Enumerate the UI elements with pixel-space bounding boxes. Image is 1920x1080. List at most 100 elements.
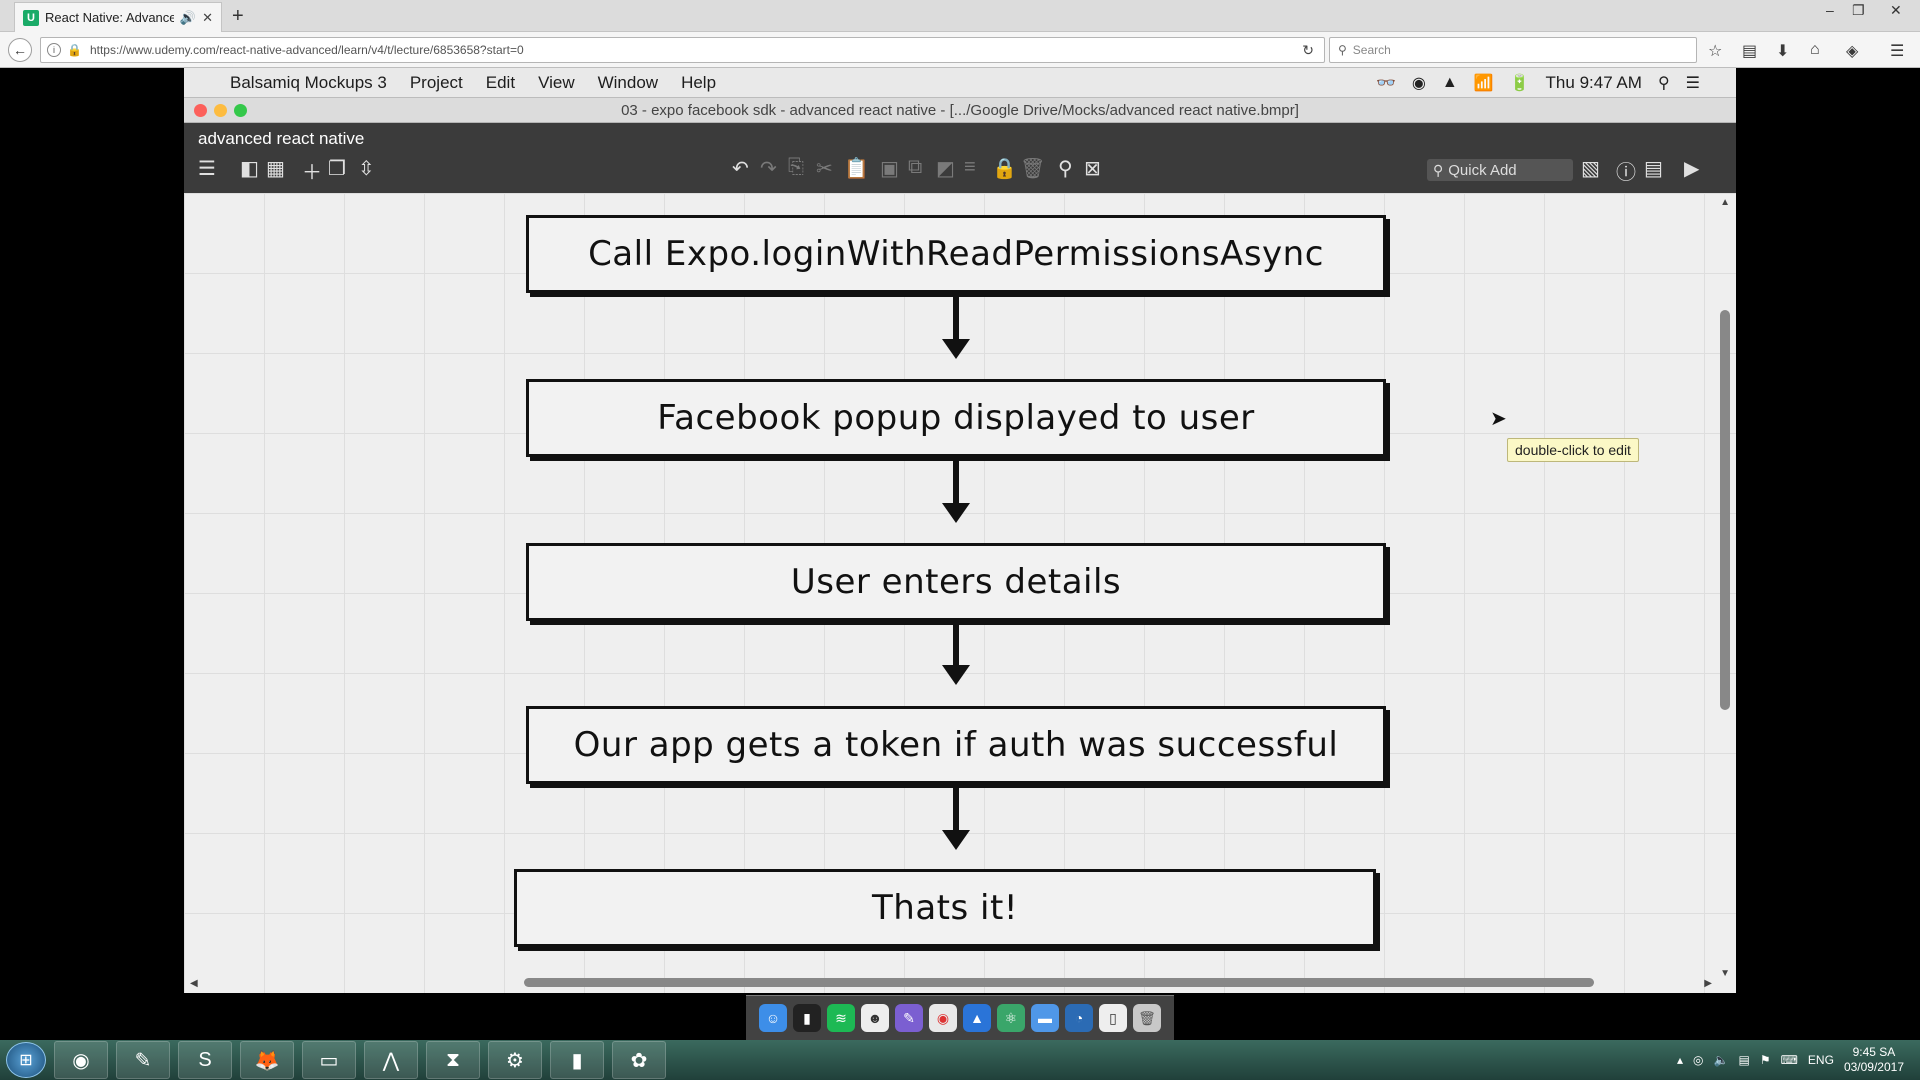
cut-icon[interactable]: ✂ — [816, 158, 833, 180]
quick-add-input[interactable]: ⚲ Quick Add — [1427, 159, 1573, 181]
menu-project[interactable]: Project — [409, 72, 463, 92]
redo-icon[interactable]: ↷ — [760, 158, 777, 180]
vscode-taskbar-icon[interactable]: ⧗ — [426, 1041, 480, 1079]
find-icon[interactable]: ⚲ — [1058, 158, 1073, 180]
horizontal-scrollbar[interactable] — [524, 978, 1594, 987]
mac-clock[interactable]: Thu 9:47 AM — [1545, 73, 1642, 92]
scroll-down-arrow-icon[interactable]: ▼ — [1720, 968, 1730, 979]
flow-step-2[interactable]: Facebook popup displayed to user — [526, 379, 1386, 457]
scroll-left-arrow-icon[interactable]: ◀ — [190, 978, 198, 989]
volume-icon[interactable]: 🔈 — [1713, 1053, 1729, 1067]
undo-icon[interactable]: ↶ — [732, 158, 749, 180]
paste-icon[interactable]: 📋 — [844, 158, 869, 180]
menu-help[interactable]: Help — [681, 72, 717, 92]
menu-edit[interactable]: Edit — [485, 72, 516, 92]
minimize-traffic-light-icon[interactable] — [214, 104, 227, 117]
flag-icon[interactable]: ⚑ — [1759, 1053, 1771, 1067]
quicktime-dock-icon[interactable]: ◔ — [1065, 1004, 1093, 1032]
back-button[interactable]: ← — [8, 38, 32, 62]
windows-start-button[interactable]: ⊞ — [6, 1042, 46, 1078]
trash-icon[interactable]: 🗑 — [1020, 158, 1046, 180]
scroll-right-arrow-icon[interactable]: ▶ — [1704, 978, 1712, 989]
image-icon[interactable]: ▧ — [1581, 158, 1600, 180]
menu-app[interactable]: Balsamiq Mockups 3 — [230, 72, 387, 92]
zoom-traffic-light-icon[interactable] — [234, 104, 247, 117]
android-studio-taskbar-icon[interactable]: ⚙ — [488, 1041, 542, 1079]
info-icon[interactable]: ⓘ — [1616, 162, 1636, 184]
finder-dock-icon[interactable]: ☺ — [759, 1004, 787, 1032]
properties-icon[interactable]: ▤ — [1644, 158, 1663, 180]
bring-forward-icon[interactable]: ⧉ — [908, 156, 923, 178]
close-window-button[interactable]: ✕ — [1890, 2, 1902, 18]
google-drive-icon[interactable]: ▲ — [1441, 74, 1458, 91]
home-icon[interactable]: ⌂ — [1810, 41, 1820, 58]
notification-center-icon[interactable]: ☰ — [1685, 75, 1700, 92]
duplicate-icon[interactable]: ❐ — [328, 158, 346, 180]
lock-icon[interactable]: 🔒 — [992, 158, 1017, 180]
folder-dock-icon[interactable]: ▬ — [1031, 1004, 1059, 1032]
trash-dock-icon[interactable]: 🗑 — [1133, 1004, 1161, 1032]
restore-window-button[interactable]: ❐ — [1852, 2, 1865, 18]
atom-dock-icon[interactable]: ⚛ — [997, 1004, 1025, 1032]
pocket-icon[interactable]: ◈ — [1846, 43, 1859, 60]
menu-icon[interactable]: ☰ — [198, 158, 216, 180]
align-icon[interactable]: ≡ — [964, 156, 976, 178]
flow-step-4[interactable]: Our app gets a token if auth was success… — [526, 706, 1386, 784]
chrome-dock-icon[interactable]: ◉ — [929, 1004, 957, 1032]
explorer-taskbar-icon[interactable]: ▭ — [302, 1041, 356, 1079]
keyboard-icon[interactable]: ⌨ — [1780, 1053, 1798, 1067]
wifi-icon[interactable]: 📶 — [1473, 75, 1494, 92]
minimize-window-button[interactable]: – — [1826, 2, 1834, 18]
new-tab-button[interactable]: + — [232, 5, 244, 27]
record-icon[interactable]: ◉ — [1411, 75, 1426, 92]
messages-dock-icon[interactable]: ☻ — [861, 1004, 889, 1032]
glasses-icon[interactable]: 👓 — [1375, 75, 1396, 92]
app-store-dock-icon[interactable]: ▲ — [963, 1004, 991, 1032]
bookmark-star-icon[interactable]: ☆ — [1708, 43, 1723, 60]
flow-step-1[interactable]: Call Expo.loginWithReadPermissionsAsync — [526, 215, 1386, 293]
grid-view-icon[interactable]: ▦ — [266, 158, 285, 180]
preview-dock-icon[interactable]: ▯ — [1099, 1004, 1127, 1032]
spotlight-search-icon[interactable]: ⚲ — [1657, 75, 1670, 92]
copy-icon[interactable]: ⎘ — [788, 156, 804, 178]
taskbar-clock[interactable]: 9:45 SA 03/09/2017 — [1844, 1045, 1904, 1075]
menu-window[interactable]: Window — [597, 72, 659, 92]
group-icon[interactable]: ▣ — [880, 158, 899, 180]
tray-app-icon[interactable]: ◎ — [1693, 1053, 1704, 1067]
language-indicator[interactable]: ENG — [1807, 1053, 1834, 1067]
close-traffic-light-icon[interactable] — [194, 104, 207, 117]
sort-icon[interactable]: ⇳ — [358, 158, 375, 180]
presentation-icon[interactable]: ▶ — [1684, 158, 1700, 180]
speaker-icon[interactable]: 🔊 — [179, 9, 197, 25]
panel-icon[interactable]: ◧ — [240, 158, 259, 180]
hamburger-menu-icon[interactable]: ☰ — [1890, 43, 1905, 60]
close-tab-icon[interactable]: ✕ — [202, 9, 213, 25]
url-bar[interactable]: i 🔒 https://www.udemy.com/react-native-a… — [40, 37, 1325, 63]
flow-step-5[interactable]: Thats it! — [514, 869, 1376, 947]
url-text[interactable]: https://www.udemy.com/react-native-advan… — [89, 43, 524, 57]
atom-taskbar-icon[interactable]: ⋀ — [364, 1041, 418, 1079]
scroll-up-arrow-icon[interactable]: ▲ — [1720, 197, 1730, 208]
battery-icon[interactable]: 🔋 — [1509, 75, 1530, 92]
paint-taskbar-icon[interactable]: ✿ — [612, 1041, 666, 1079]
network-icon[interactable]: ▤ — [1738, 1053, 1750, 1067]
firefox-taskbar-icon[interactable]: 🦊 — [240, 1041, 294, 1079]
notepad-taskbar-icon[interactable]: ✎ — [116, 1041, 170, 1079]
spotify-dock-icon[interactable]: ≋ — [827, 1004, 855, 1032]
clear-icon[interactable]: ⊠ — [1084, 158, 1101, 180]
search-input[interactable]: ⚲ Search — [1329, 37, 1697, 63]
mockup-canvas[interactable]: Call Expo.loginWithReadPermissionsAsync … — [184, 193, 1736, 993]
skype-taskbar-icon[interactable]: S — [178, 1041, 232, 1079]
bookmarks-menu-icon[interactable]: ▤ — [1742, 43, 1758, 60]
downloads-icon[interactable]: ⬇ — [1776, 43, 1790, 60]
chrome-taskbar-icon[interactable]: ◉ — [54, 1041, 108, 1079]
tray-expand-icon[interactable]: ▴ — [1677, 1053, 1684, 1067]
add-icon[interactable]: ＋ — [302, 162, 322, 184]
terminal-taskbar-icon[interactable]: ▮ — [550, 1041, 604, 1079]
flow-step-3[interactable]: User enters details — [526, 543, 1386, 621]
send-backward-icon[interactable]: ◩ — [936, 158, 955, 180]
info-icon[interactable]: i — [47, 43, 61, 57]
pen-app-dock-icon[interactable]: ✎ — [895, 1004, 923, 1032]
menu-view[interactable]: View — [538, 72, 575, 92]
vertical-scrollbar[interactable] — [1720, 310, 1730, 710]
